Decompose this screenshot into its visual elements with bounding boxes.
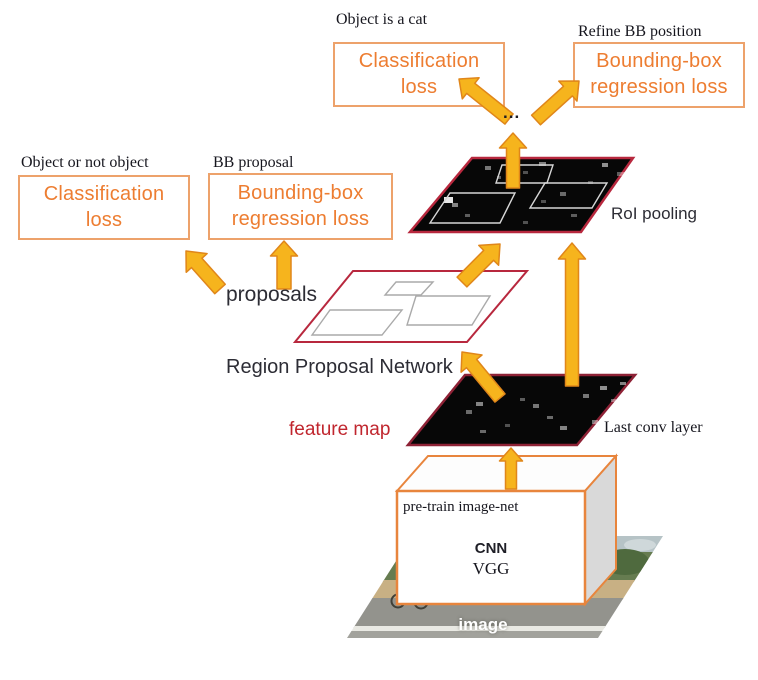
feature-speck [547, 416, 553, 419]
feature-speck [571, 214, 577, 217]
feature-speck [523, 171, 528, 174]
feature-speck [600, 386, 607, 390]
flow-arrow [185, 250, 226, 295]
feature-speck [539, 162, 546, 166]
rpn-bbox-regression-loss-box: Bounding-box regression loss [208, 173, 393, 240]
flow-arrow [456, 243, 501, 288]
rpn-classification-loss-text: Classification loss [43, 182, 165, 231]
feature-map-label: feature map [289, 419, 391, 440]
feature-speck [485, 166, 491, 170]
feature-speck [466, 410, 472, 414]
roi-pooling-plane [407, 156, 636, 234]
rpn-bbox-regression-loss-text: Bounding-box regression loss [231, 181, 370, 230]
image-label: image [458, 615, 508, 634]
feature-speck [498, 391, 504, 395]
feature-speck [465, 214, 470, 217]
bb-proposal-caption: BB proposal [213, 154, 294, 171]
proposal-box [406, 295, 492, 326]
pretrain-imagenet-label: pre-train image-net [403, 499, 519, 515]
feature-speck [480, 430, 486, 433]
feature-speck [497, 176, 501, 179]
top-classification-loss-text: Classification loss [358, 49, 480, 98]
region-proposal-network-label: Region Proposal Network [226, 356, 453, 378]
vgg-label: VGG [472, 559, 510, 578]
feature-speck [560, 426, 567, 430]
feature-speck [505, 424, 510, 427]
feature-speck [588, 181, 593, 184]
roi-box [495, 164, 554, 184]
rpn-plane [292, 270, 530, 343]
feature-speck [602, 163, 608, 167]
cnn-box [394, 453, 619, 607]
flow-arrow [498, 447, 524, 490]
feature-speck [476, 402, 483, 406]
proposals-label: proposals [226, 283, 318, 306]
feature-speck [520, 398, 525, 401]
flow-arrow [269, 240, 299, 290]
rpn-classification-loss-box: Classification loss [18, 175, 190, 240]
feature-speck [541, 200, 546, 203]
roi-box [428, 192, 517, 224]
feature-speck [570, 380, 575, 383]
feature-speck [489, 386, 497, 391]
feature-speck [533, 404, 539, 408]
feature-speck [523, 221, 528, 224]
proposal-box [383, 281, 435, 296]
feature-speck [617, 172, 625, 176]
feature-speck [560, 192, 566, 196]
top-classification-loss-box: Classification loss [333, 42, 505, 107]
cnn-label: CNN [474, 540, 508, 557]
object-is-a-cat-caption: Object is a cat [336, 11, 428, 28]
flow-arrow [530, 80, 580, 126]
object-or-not-object-caption: Object or not object [21, 154, 149, 171]
flow-arrow [557, 242, 587, 387]
feature-speck [452, 203, 458, 207]
feature-speck [592, 420, 598, 424]
roi-box [528, 182, 609, 209]
roi-pooling-label: RoI pooling [611, 204, 698, 223]
top-bbox-regression-loss-box: Bounding-box regression loss [573, 42, 745, 108]
feature-speck [583, 394, 589, 398]
feature-speck [620, 382, 626, 385]
feature-map-plane [405, 373, 638, 447]
proposal-box [310, 309, 404, 336]
ellipsis-label: ... [503, 103, 521, 122]
top-bbox-regression-loss-text: Bounding-box regression loss [590, 50, 728, 98]
refine-bb-position-caption: Refine BB position [578, 23, 702, 40]
feature-speck [620, 195, 626, 198]
feature-speck [611, 399, 616, 402]
feature-speck [444, 197, 453, 203]
flow-arrow [460, 351, 506, 403]
flow-arrow [498, 132, 528, 189]
last-conv-layer-label: Last conv layer [604, 419, 703, 436]
feature-speck [432, 186, 437, 189]
